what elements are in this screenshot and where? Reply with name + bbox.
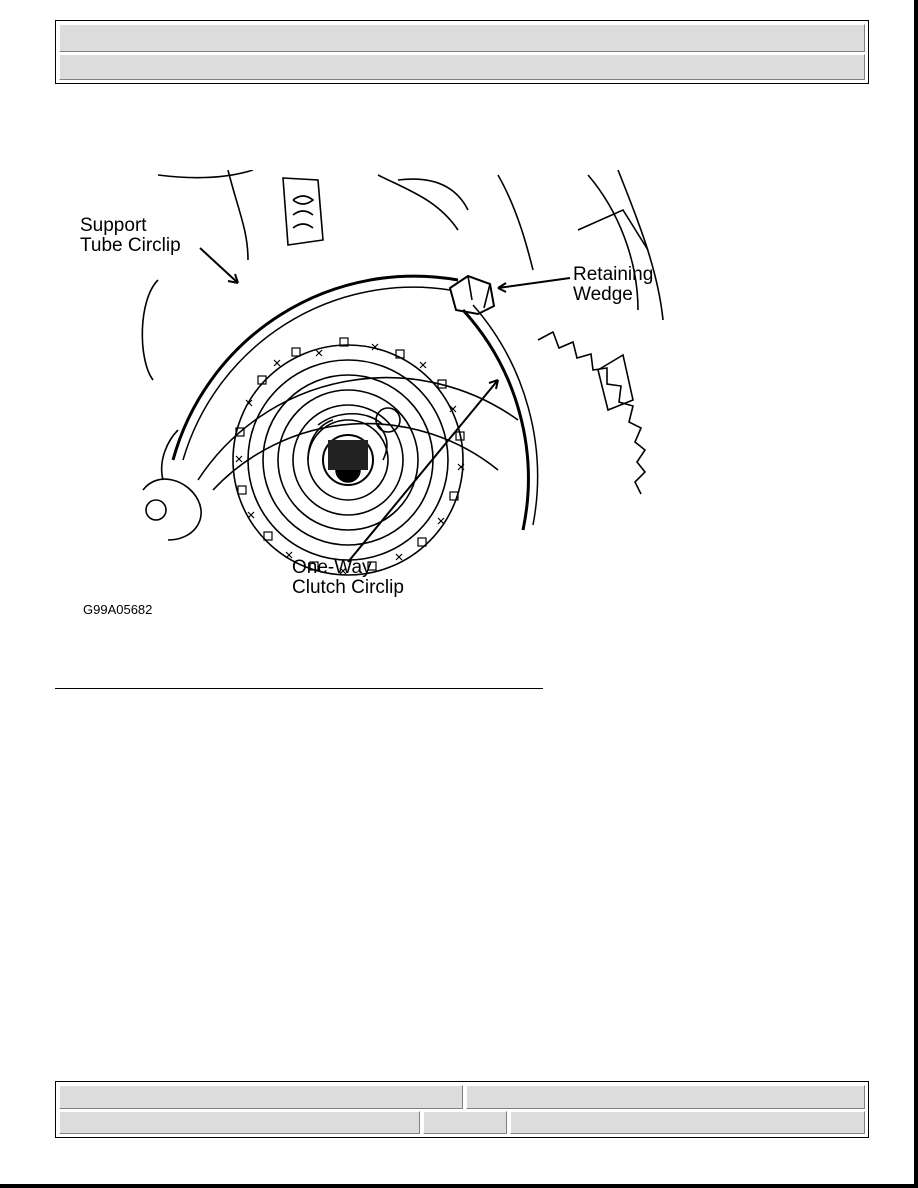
footer-left-bottom	[59, 1111, 420, 1134]
section-divider	[55, 688, 543, 689]
footer-right-top	[466, 1085, 865, 1109]
page-header	[55, 20, 869, 84]
footer-mid-bottom	[423, 1111, 507, 1134]
footer-right-bottom	[510, 1111, 865, 1134]
figure-id: G99A05682	[83, 602, 153, 617]
clutch-drawing	[141, 170, 664, 576]
transmission-illustration: Support Tube Circlip Retaining Wedge One…	[78, 170, 678, 630]
header-title-bar	[59, 24, 865, 52]
footer-left-top	[59, 1085, 463, 1109]
support-tube-circlip-label: Support Tube Circlip	[80, 215, 181, 256]
header-subtitle-bar	[59, 54, 865, 80]
one-way-clutch-circlip-label: One-Way Clutch Circlip	[292, 557, 404, 598]
page-footer	[55, 1081, 869, 1138]
retaining-wedge-label: Retaining Wedge	[573, 264, 654, 305]
